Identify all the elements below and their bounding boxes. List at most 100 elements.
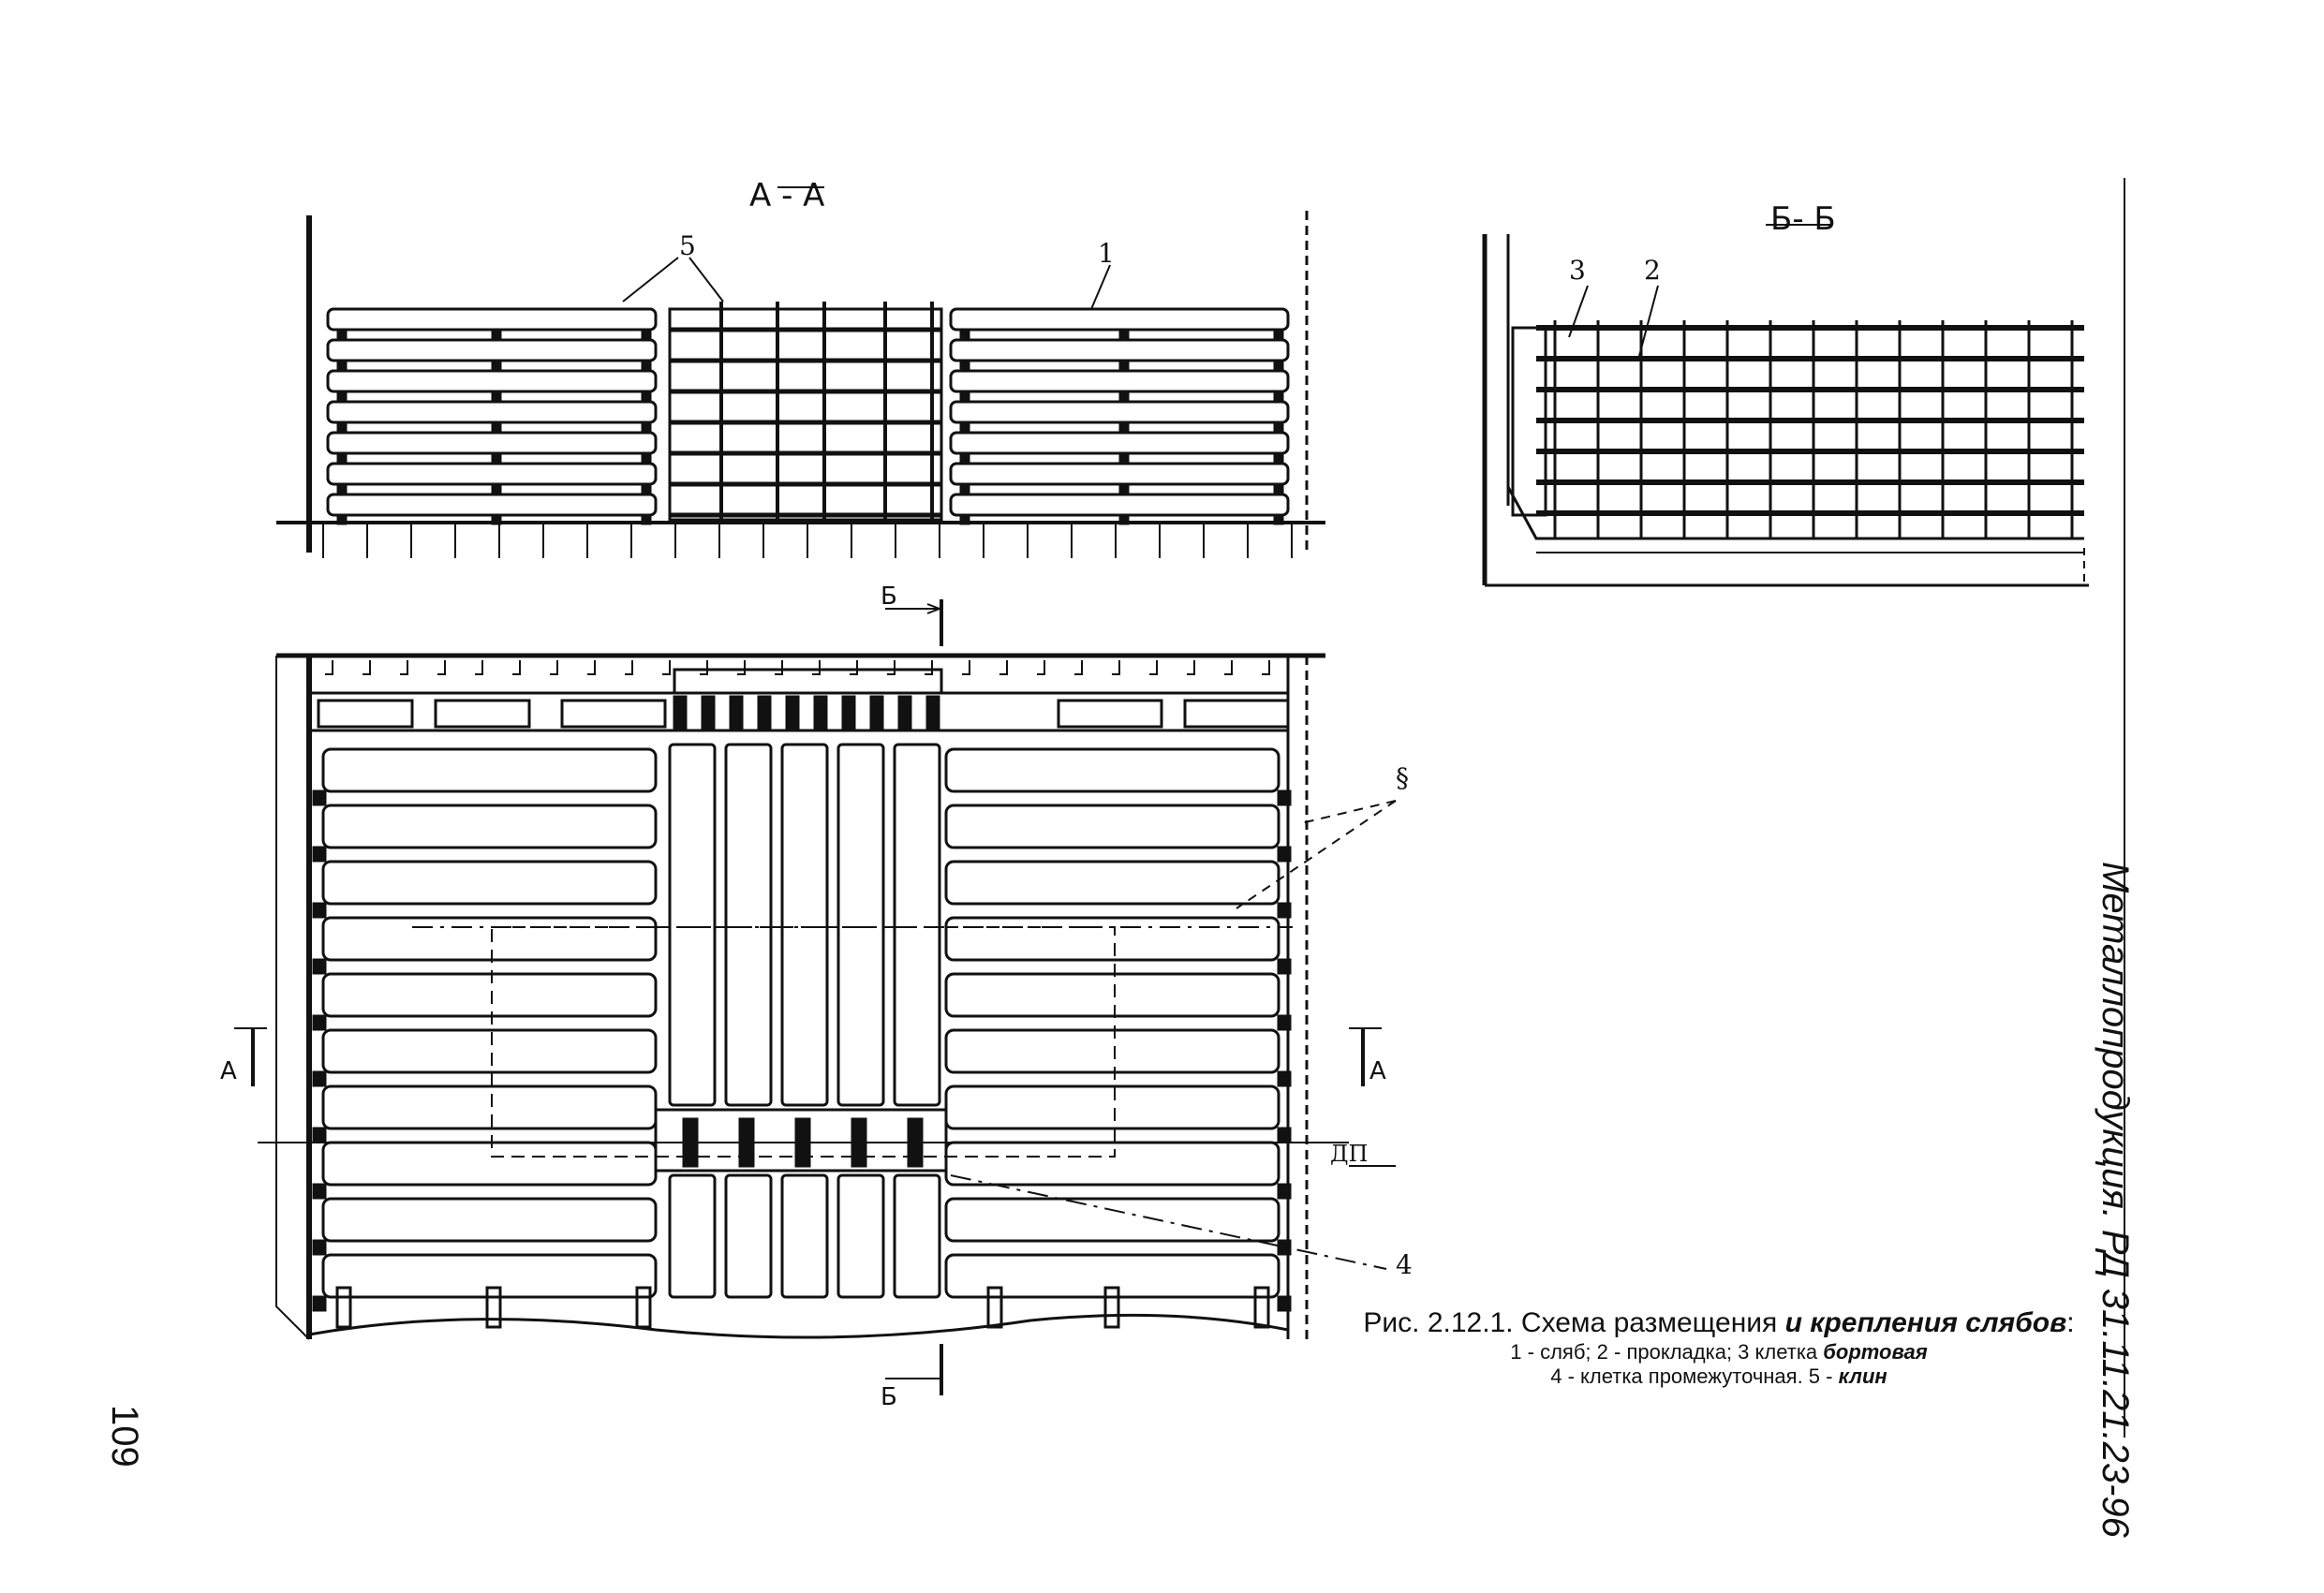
packing-block (1273, 453, 1284, 464)
slab (326, 307, 658, 332)
frame-tick (550, 660, 558, 675)
leader-line-5b (688, 257, 724, 302)
transverse-packing (869, 695, 884, 732)
packing-block (641, 515, 652, 525)
transverse-slab (434, 699, 531, 729)
frame-tick (400, 660, 408, 675)
section-aa-title: А - А (749, 177, 824, 214)
side-packing (1277, 1014, 1292, 1031)
transverse-slab (1183, 699, 1290, 729)
slab (321, 860, 658, 906)
packing-block (336, 330, 348, 340)
slab (949, 307, 1290, 332)
side-packing (312, 958, 327, 975)
packing-block (1118, 330, 1130, 340)
side-packing (312, 1239, 327, 1256)
cage-cap (673, 668, 943, 695)
packing-block (336, 515, 348, 525)
slab (321, 1141, 658, 1187)
packing-block (1118, 391, 1130, 402)
packing-block (336, 422, 348, 433)
section-aa-slab-stacks (326, 307, 1290, 525)
frame-tick (437, 660, 446, 675)
frame-tick (587, 660, 596, 675)
packing-block (959, 453, 970, 464)
side-packing (1277, 1183, 1292, 1200)
transverse-packing (729, 695, 744, 732)
slab (326, 400, 658, 424)
document-title-text: Металлопродукция. РД 31.11.21.23-96 (2095, 862, 2136, 1538)
caption-title-text: Рис. 2.12.1. Схема размещения (1363, 1307, 1785, 1338)
slab (326, 338, 658, 362)
caption-line2-handwritten: клин (1838, 1364, 1887, 1388)
frame-tick (512, 660, 521, 675)
leader-line-5a (622, 257, 679, 302)
longitudinal-slab (780, 743, 829, 1107)
slab (944, 804, 1280, 849)
side-packing (312, 902, 327, 919)
slab (944, 860, 1280, 906)
transverse-packing (841, 695, 856, 732)
slab (944, 916, 1280, 962)
section-bb-title: Б- Б (1770, 200, 1836, 238)
slab (321, 972, 658, 1018)
transverse-packing (757, 695, 772, 732)
plan-left-slab-stack (312, 747, 658, 1312)
packing-block (959, 422, 970, 433)
transverse-packing (925, 695, 940, 732)
leader-line-1 (1090, 264, 1111, 310)
side-packing (312, 846, 327, 863)
longitudinal-slab (780, 1173, 829, 1299)
longitudinal-slab (836, 743, 885, 1107)
packing-block (1118, 422, 1130, 433)
side-packing (1277, 902, 1292, 919)
frame-tick (850, 660, 858, 675)
caption-legend-line-1: 1 - сляб; 2 - прокладка; 3 клетка бортов… (1335, 1340, 2103, 1364)
slab (326, 431, 658, 455)
section-bb-slab-grid (1511, 320, 2084, 538)
leader-line-5c (1296, 800, 1397, 825)
caption-legend-line-2: 4 - клетка промежуточная. 5 - клин (1335, 1364, 2103, 1389)
packing-block (1118, 515, 1130, 525)
slab (321, 1197, 658, 1243)
slab (944, 1028, 1280, 1074)
slab (321, 1253, 658, 1299)
plan-transverse-cage (317, 668, 1290, 732)
leader-line-5d (1236, 800, 1397, 909)
packing-block (336, 484, 348, 494)
side-packing (1277, 1295, 1292, 1312)
slab (944, 1084, 1280, 1130)
caption-title-handwritten: и крепления слябов (1784, 1307, 2067, 1338)
caption-line2-text: 4 - клетка промежуточная. 5 - (1550, 1364, 1839, 1388)
packing-block (641, 484, 652, 494)
frame-tick (475, 660, 483, 675)
packing-block (1273, 422, 1284, 433)
slab (944, 972, 1280, 1018)
slab (949, 369, 1290, 393)
dimension-note: ДП (1330, 1141, 1368, 1167)
section-mark-a-left: А (220, 1057, 237, 1085)
cage-outline (668, 307, 943, 522)
leader-line-3 (1568, 285, 1589, 338)
longitudinal-slab (668, 743, 717, 1107)
slab (326, 493, 658, 517)
packing-block (959, 330, 970, 340)
side-cage (1511, 326, 1547, 517)
longitudinal-slab (724, 1173, 773, 1299)
wedge (1253, 1286, 1270, 1329)
frame-tick (1112, 660, 1120, 675)
section-mark-b-bottom: Б (881, 1383, 897, 1411)
slab (944, 1197, 1280, 1243)
packing-block (641, 361, 652, 371)
intermediate-cage (654, 1108, 948, 1173)
slab (949, 462, 1290, 486)
figure-caption: Рис. 2.12.1. Схема размещения и креплени… (1335, 1306, 2103, 1389)
longitudinal-slab (893, 743, 941, 1107)
packing-block (491, 453, 502, 464)
frame-tick (1074, 660, 1083, 675)
section-mark-b-top: Б (881, 583, 897, 611)
plan-right-slab-stack (944, 747, 1292, 1312)
packing-block (1273, 515, 1284, 525)
longitudinal-slab (668, 1173, 717, 1299)
frame-tick (887, 660, 896, 675)
